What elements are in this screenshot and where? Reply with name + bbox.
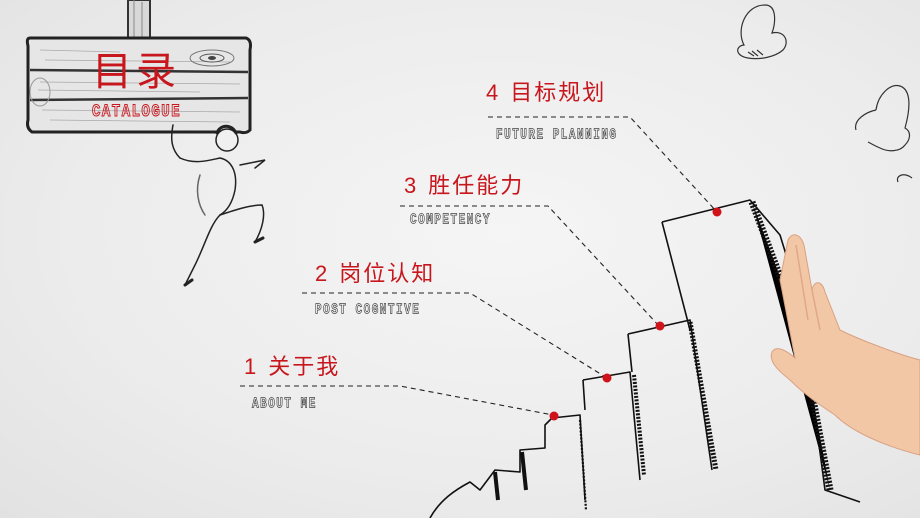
item-number: 1 [244, 354, 259, 379]
menu-item-post-cognitive[interactable]: 2 岗位认知 [315, 261, 435, 287]
menu-item-competency[interactable]: 3 胜任能力 [404, 173, 524, 199]
wooden-sign-icon [25, 0, 252, 135]
item-title: 岗位认知 [339, 261, 436, 286]
page-title: 目录 [92, 49, 180, 95]
menu-item-about-me[interactable]: 1 关于我 [244, 354, 340, 380]
item-number: 3 [404, 173, 419, 198]
page-subtitle: CATALOGUE [92, 102, 182, 123]
step-markers [549, 207, 722, 421]
hand-icon [770, 234, 920, 456]
item-subtitle: COMPETENCY [410, 213, 492, 229]
cloud-icon [854, 84, 913, 183]
item-title: 关于我 [268, 354, 341, 379]
item-subtitle: ABOUT ME [252, 397, 317, 413]
item-title: 胜任能力 [428, 173, 525, 198]
cloud-icon [737, 4, 787, 60]
connector-lines [240, 116, 718, 416]
item-subtitle: FUTURE PLANNING [496, 128, 618, 144]
item-number: 2 [315, 261, 330, 286]
item-number: 4 [486, 80, 501, 105]
item-subtitle: POST COGNTIVE [315, 303, 421, 319]
menu-item-future-planning[interactable]: 4 目标规划 [486, 80, 606, 106]
hanging-man-icon [170, 124, 266, 287]
item-title: 目标规划 [510, 80, 607, 105]
